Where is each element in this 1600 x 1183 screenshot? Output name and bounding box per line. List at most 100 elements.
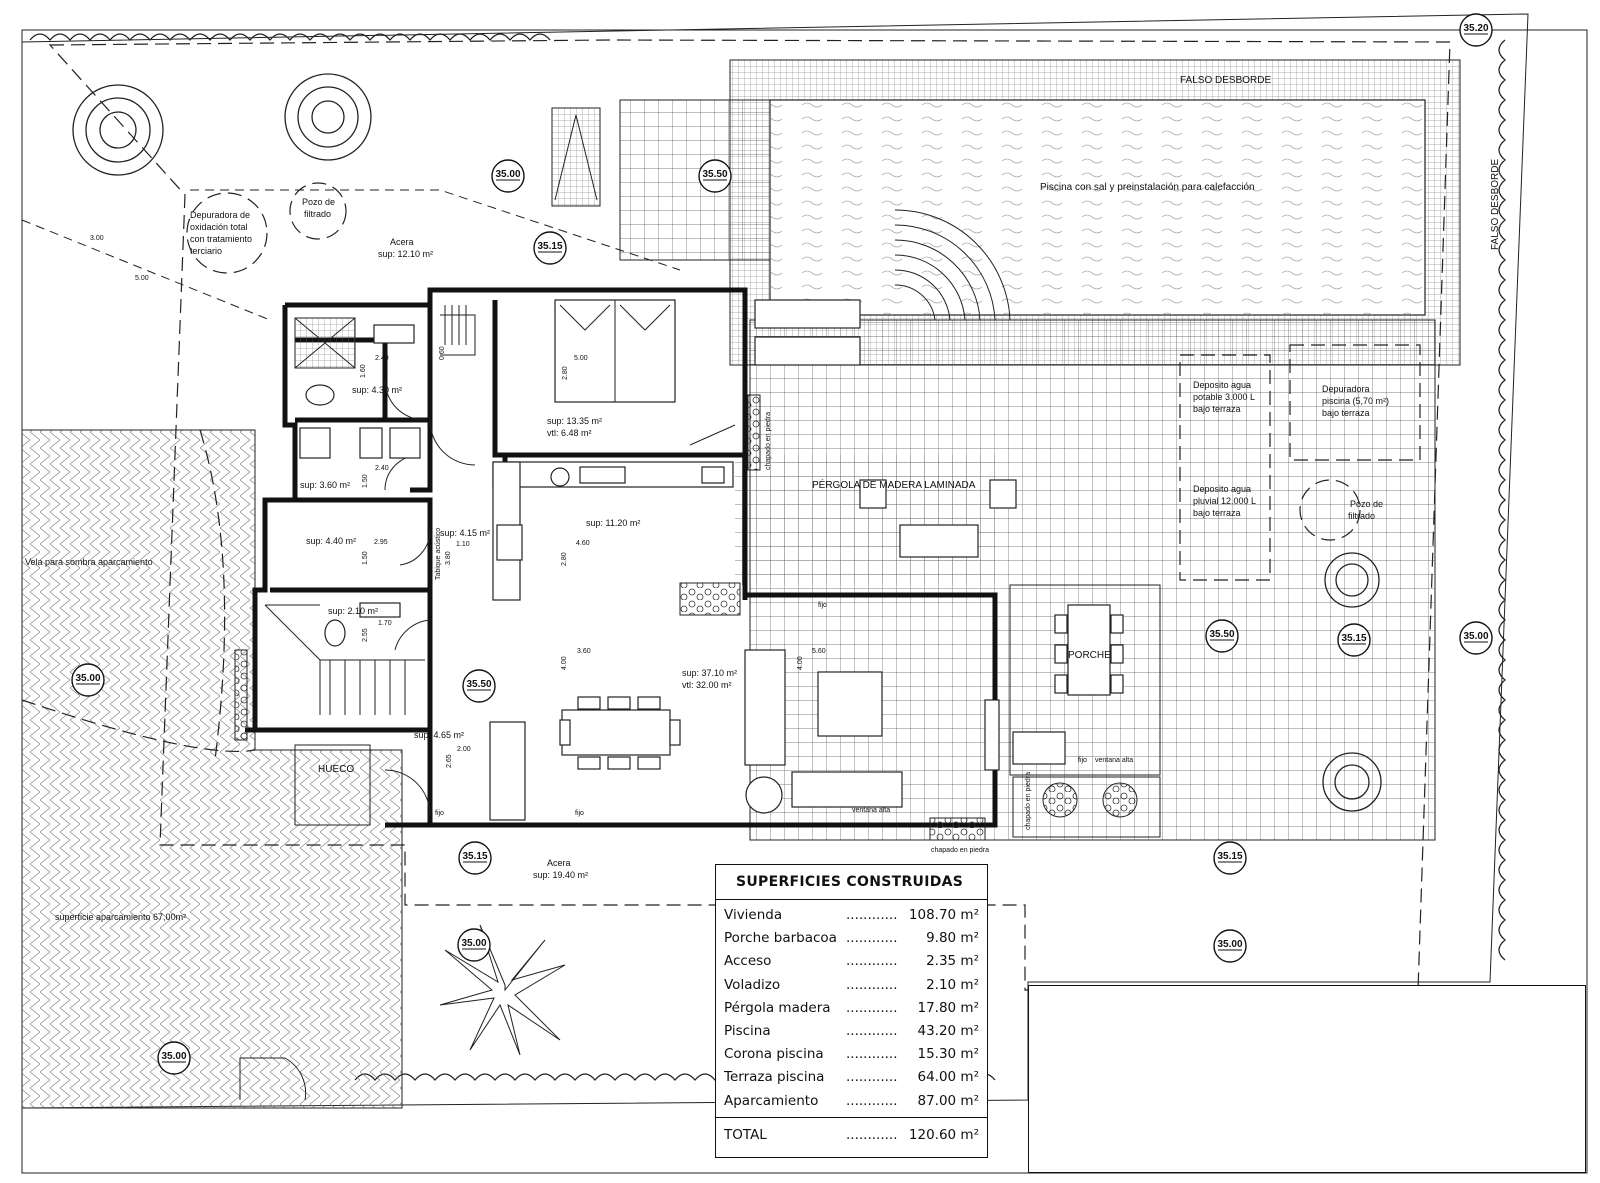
room-lavadero: sup: 3.60 m² [300,480,350,490]
washer [299,427,331,459]
falso-desborde-top: FALSO DESBORDE [1180,75,1271,86]
level-marker-l4: 35.20 [1459,13,1493,47]
level-value-l6: 35.50 [466,679,491,690]
porch-table [1067,604,1111,696]
deposito-pluvial-l3: bajo terraza [1193,508,1241,518]
ventana-alta-1: ventana alta [1095,757,1133,764]
dim-150b: 1.50 [362,551,369,565]
summary-row-dots: ............ [846,907,898,923]
summary-row-name: Porche barbacoa [724,930,837,947]
vela-label: Vela para sombra aparcamiento [25,557,153,567]
dist-3: 3.00 [90,235,104,242]
deposito-potable-l1: Deposito agua [1193,380,1251,390]
dim-170: 1.70 [378,620,392,627]
summary-row-dots: ............ [846,976,898,993]
depuradora-piscina-l2: piscina (5,70 m²) [1322,396,1389,406]
fijo-4: fijo [1078,757,1087,764]
summary-row-name: Terraza piscina [724,1069,825,1086]
tree-2 [284,73,372,161]
bbq-counter [984,699,1000,771]
stair-bedroom [440,305,476,356]
dim-150a: 1.50 [362,474,369,488]
sofa-left [744,649,786,766]
kitchen-sink [579,466,626,484]
level-value-l13: 35.00 [1217,939,1242,950]
bed-pillows [559,304,671,331]
room-cocina: sup: 11.20 m² [586,518,640,528]
stair-arrow [554,114,598,201]
ventana-alta-2: ventana alta [852,807,890,814]
sunbed-2 [754,336,861,366]
parking-gate [239,1057,307,1101]
dim-360: 3.60 [577,648,591,655]
dim-280b: 2.80 [561,552,568,566]
depuradora-l2: oxidación total [190,222,248,232]
toilet-1 [305,384,335,406]
level-value-l1: 35.00 [495,169,520,180]
pozo-filtrado-2-l1: Pozo de [1350,499,1383,509]
summary-row-name: Pérgola madera [724,999,831,1016]
washer-2 [389,427,421,459]
pozo-filtrado-circle [289,182,347,240]
room-entrada: sup: 4.65 m² [414,730,464,740]
surface-summary-table: SUPERFICIES CONSTRUIDAS Vivienda........… [715,864,988,1158]
dim-255: 2.55 [362,628,369,642]
dim-500: 5.00 [574,355,588,362]
level-marker-l15: 35.00 [157,1041,191,1075]
summary-row: Acceso............2.35 m² [716,950,987,973]
summary-row: Pérgola madera............17.80 m² [716,997,987,1020]
level-marker-l10: 35.00 [1459,621,1493,655]
summary-title: SUPERFICIES CONSTRUIDAS [716,865,987,900]
sink-2 [359,602,401,618]
column [489,721,526,821]
dim-295: 2.95 [374,539,388,546]
pergola-label: PÉRGOLA DE MADERA LAMINADA [812,478,976,491]
level-value-l9: 35.15 [1341,633,1366,644]
summary-row: Aparcamiento............87.00 m² [716,1090,987,1113]
level-marker-l8: 35.50 [1205,619,1239,653]
dim-380: 3.80 [445,551,452,565]
fridge [701,466,725,484]
room-bano1: sup: 4.30 m² [352,385,402,395]
stone-cladding-2 [679,582,741,616]
summary-row-dots: ............ [846,930,898,947]
dim-265: 2.65 [446,754,453,768]
level-marker-l3: 35.15 [533,231,567,265]
sofa-bottom [791,771,903,808]
pozo-filtrado-right-circle [1299,479,1361,541]
tree-3 [1324,552,1380,608]
chapado-3: chapado en piedra [1025,772,1032,830]
planter [1012,776,1161,838]
coffee-table [817,671,883,737]
summary-row-dots: ............ [846,1046,898,1063]
level-value-l10: 35.00 [1463,631,1488,642]
room-4-40: sup: 4.40 m² [306,536,356,546]
level-marker-l7: 35.15 [458,841,492,875]
stair-lower [264,604,425,715]
fijo-2: fijo [575,810,584,817]
kitchen-burner [550,467,570,487]
title-block [1028,985,1586,1173]
dim-400b: 4.00 [797,656,804,670]
shower-cross [294,317,356,369]
fijo-3: fijo [818,602,827,609]
summary-total-value: 120.60 m² [908,1126,979,1143]
chapado-2: chapado en piedra [931,847,989,854]
level-marker-l5: 35.00 [71,663,105,697]
deposito-potable-box [1179,354,1271,581]
level-marker-l2: 35.50 [698,159,732,193]
level-value-l15: 35.00 [161,1051,186,1062]
dim-560: 5.60 [812,648,826,655]
parking-paving [21,429,403,1109]
porch-structure [1009,584,1161,776]
armchair-round [745,776,783,814]
dim-160: 1.60 [360,364,367,378]
summary-row: Voladizo............2.10 m² [716,974,987,997]
stone-cladding-3 [234,649,248,741]
pergola-chair-2 [989,479,1017,509]
stone-cladding-1 [747,394,761,471]
pozo-filtrado-2-l2: filtrado [1348,511,1375,521]
summary-row-value: 87.00 m² [917,1092,979,1109]
dim-110: 1.10 [456,541,470,548]
pool-water-pattern [770,100,1425,315]
